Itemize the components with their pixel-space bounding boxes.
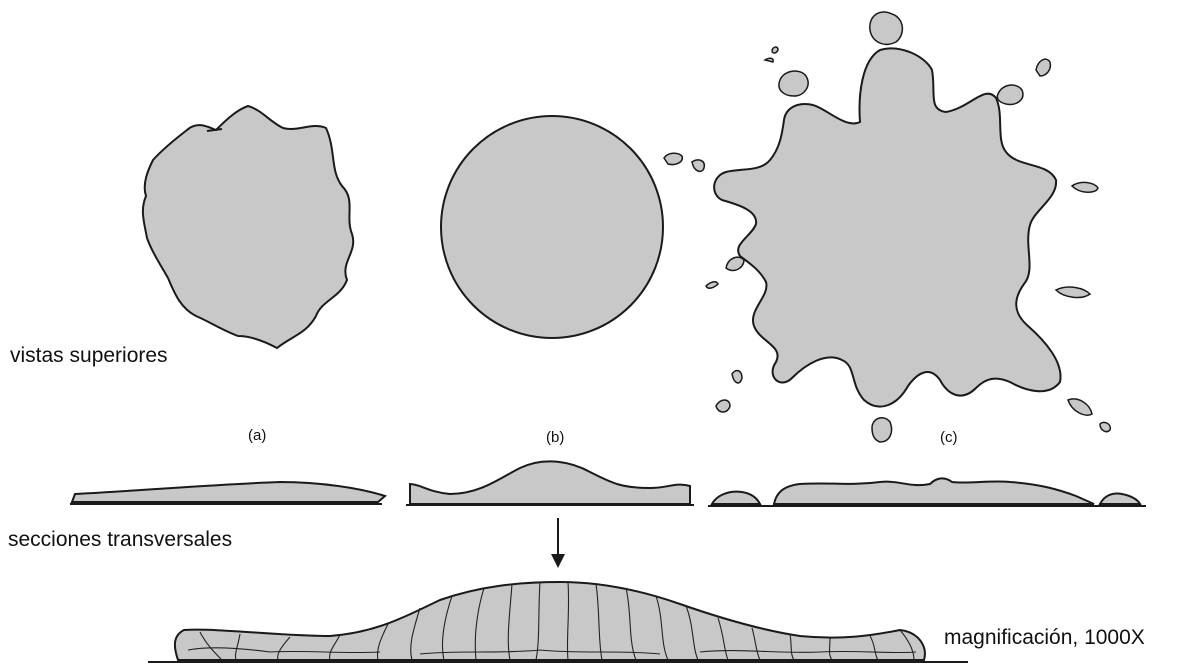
cross-sections-label: secciones transversales <box>8 528 232 551</box>
splat-c-cross-section-main <box>774 478 1094 504</box>
magnify-arrow-head <box>551 554 565 568</box>
splat-a-cross-section <box>72 482 385 502</box>
splat-b-top-view <box>441 116 663 338</box>
magnified-splat-section <box>175 582 925 660</box>
panel-a-label: (a) <box>248 427 266 444</box>
magnification-label: magnificación, 1000X <box>944 626 1145 649</box>
top-views-label: vistas superiores <box>10 344 168 367</box>
panel-b-label: (b) <box>546 429 564 446</box>
splat-c-cross-section <box>712 492 760 504</box>
splat-b-cross-section <box>410 461 690 504</box>
splat-a-top-view <box>143 106 353 348</box>
splat-c-cross-section-end <box>1100 493 1140 504</box>
panel-c-label: (c) <box>940 429 958 446</box>
